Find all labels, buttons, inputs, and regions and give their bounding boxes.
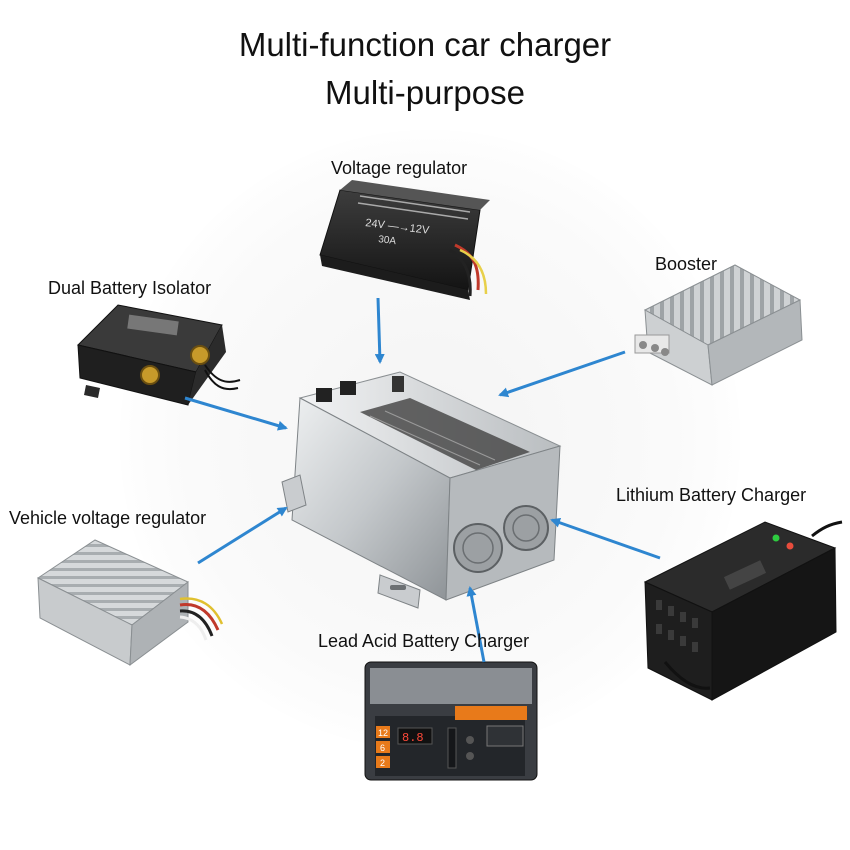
- charger-row-label: 6: [380, 743, 385, 753]
- label-voltage-regulator: Voltage regulator: [331, 158, 468, 178]
- led-red-icon: [786, 542, 794, 550]
- arrow-from-voltage-regulator: [374, 297, 385, 364]
- terminal-icon: [190, 345, 210, 365]
- label-lead-acid-battery-charger: Lead Acid Battery Charger: [318, 631, 530, 651]
- regulator-face-amp: 30A: [378, 234, 397, 247]
- page-subtitle: Multi-purpose: [325, 74, 525, 111]
- charger-display: 8.8: [402, 731, 424, 745]
- label-booster: Booster: [655, 254, 718, 274]
- fan-icon: [503, 505, 549, 551]
- lead-acid-battery-charger-device: 12 6 2 8.8: [364, 661, 538, 781]
- lithium-battery-charger-device: [643, 520, 843, 701]
- booster-device: [634, 264, 803, 386]
- label-vehicle-voltage-regulator: Vehicle voltage regulator: [9, 508, 207, 528]
- page-title: Multi-function car charger: [238, 26, 612, 63]
- vehicle-voltage-regulator-device: [37, 539, 224, 667]
- charger-row-label: 12: [378, 728, 388, 738]
- charger-row-label: 2: [380, 758, 385, 768]
- terminal-icon: [140, 365, 160, 385]
- connection-arrows: [184, 297, 661, 663]
- arrow-from-vehicle-voltage-regulator: [197, 506, 288, 565]
- led-green-icon: [772, 534, 780, 542]
- arrow-from-lead-acid-battery-charger: [466, 586, 486, 663]
- fan-icon: [453, 523, 503, 573]
- arrow-from-booster: [498, 350, 626, 398]
- label-dual-battery-isolator: Dual Battery Isolator: [48, 278, 212, 298]
- central-charger-unit: [281, 371, 562, 609]
- label-lithium-battery-charger: Lithium Battery Charger: [616, 485, 807, 505]
- voltage-regulator-device: 24V —→12V 30A: [319, 180, 490, 300]
- arrow-from-dual-battery-isolator: [184, 396, 288, 431]
- arrow-from-lithium-battery-charger: [550, 517, 661, 560]
- dual-battery-isolator-device: [77, 304, 241, 406]
